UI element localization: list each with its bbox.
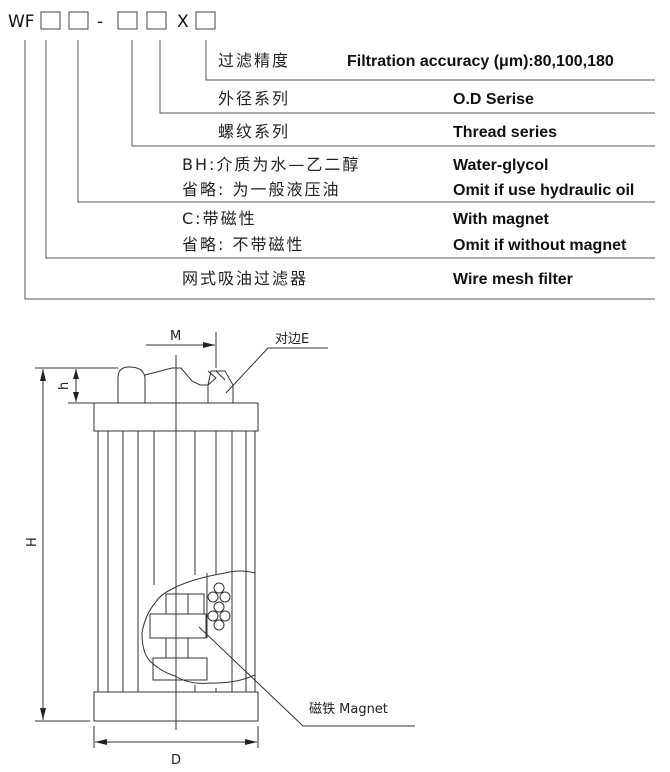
legend-zh-magnet-omit: 省略: 不带磁性: [182, 235, 304, 254]
pellet: [207, 591, 219, 603]
legend-en-thread: Thread series: [453, 124, 557, 141]
pellet: [213, 601, 225, 613]
label-h: h: [57, 382, 72, 390]
model-code: WF - X: [8, 11, 216, 32]
label-magnet: 磁铁 Magnet: [309, 702, 388, 717]
code-box-4: [146, 11, 167, 30]
pellet: [213, 582, 225, 594]
top-nut-profile: [144, 367, 234, 403]
hex-facet: [215, 370, 226, 381]
dim-H-arrow-bottom: [40, 708, 46, 720]
model-letter-x: X: [177, 12, 189, 32]
dim-h-arrow-bottom: [73, 392, 79, 402]
legend-en-magnet: With magnet: [453, 211, 550, 228]
magnet-block: [165, 593, 205, 615]
dim-D-arrow-left: [95, 739, 107, 745]
dim-h-arrow-top: [73, 369, 79, 379]
pleats: [97, 431, 256, 692]
filter-drawing: M 对边E h H D 磁铁 Magnet: [25, 329, 415, 768]
dim-E-leader: [225, 347, 328, 394]
top-cap: [93, 402, 259, 432]
magnet-pellets: [207, 582, 231, 631]
legend-zh-thread: 螺纹系列: [218, 122, 290, 141]
magnet-block: [149, 613, 207, 639]
dim-M-arrow: [203, 342, 215, 348]
pellet: [213, 619, 225, 631]
legend-en-filtration: Filtration accuracy (μm):80,100,180: [347, 53, 614, 70]
code-box-1: [40, 11, 61, 30]
legend-zh-magnet: C:带磁性: [182, 209, 257, 228]
legend-en-type: Wire mesh filter: [453, 271, 573, 288]
pellet: [219, 591, 231, 603]
leader-filtration: [205, 40, 655, 81]
code-box-5: [195, 11, 216, 30]
legend-zh-medium: BH:介质为水—乙二醇: [182, 155, 360, 174]
model-prefix: WF: [8, 12, 35, 32]
label-E: 对边E: [275, 332, 309, 347]
legend-en-od: O.D Serise: [453, 91, 534, 108]
legend-zh-medium-omit: 省略: 为一般液压油: [182, 180, 340, 199]
leader-medium: [77, 40, 655, 203]
label-D: D: [171, 753, 181, 768]
model-separator: -: [97, 12, 103, 32]
label-H: H: [25, 537, 40, 547]
leader-lines: [24, 40, 655, 300]
dim-H-arrow-top: [40, 369, 46, 381]
legend-en-medium-omit: Omit if use hydraulic oil: [453, 182, 634, 199]
legend-zh-od: 外径系列: [218, 89, 290, 108]
leader-magnet: [45, 40, 655, 259]
dim-D-arrow-right: [245, 739, 257, 745]
magnet-leader: [198, 626, 415, 727]
legend-en-medium: Water-glycol: [453, 157, 548, 174]
bottom-cap: [93, 691, 259, 722]
leader-od: [159, 40, 655, 114]
pellet: [219, 610, 231, 622]
legend-en-magnet-omit: Omit if without magnet: [453, 237, 627, 254]
legend-zh-type: 网式吸油过滤器: [182, 269, 308, 288]
hex-edge: [207, 370, 217, 386]
legend: 过滤精度 Filtration accuracy (μm):80,100,180…: [182, 51, 634, 288]
code-box-2: [68, 11, 89, 30]
cutaway-outline: [141, 570, 256, 684]
code-box-3: [117, 11, 138, 30]
leader-thread: [131, 40, 655, 147]
magnet-block: [152, 657, 208, 681]
top-knob-left: [117, 366, 146, 403]
pellet: [207, 610, 219, 622]
leader-type: [24, 40, 655, 300]
label-M: M: [170, 329, 181, 344]
legend-zh-filtration: 过滤精度: [218, 51, 290, 70]
